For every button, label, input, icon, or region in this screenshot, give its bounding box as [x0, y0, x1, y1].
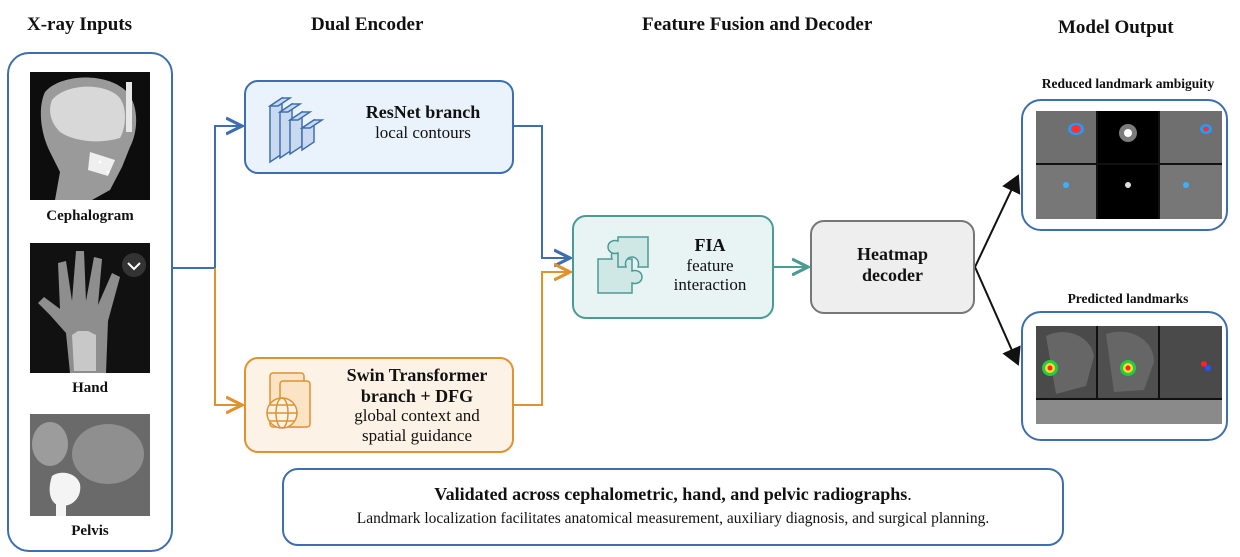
validation-headline-period: . [907, 484, 912, 504]
hand-image [30, 243, 150, 373]
fia-title: FIA [694, 235, 726, 255]
swin-subtitle-line1: global context and [354, 406, 480, 426]
validation-box: Validated across cephalometric, hand, an… [282, 468, 1064, 546]
pelvis-image [30, 414, 150, 516]
hand-label: Hand [72, 380, 108, 396]
predicted-landmarks-grid [1036, 326, 1222, 424]
resnet-subtitle: local contours [375, 122, 471, 142]
arrow-resnet-to-fia [514, 125, 570, 258]
fia-box: FIA feature interaction [572, 215, 774, 319]
xray-inputs-panel [7, 52, 173, 552]
decoder-line2: decoder [862, 264, 923, 285]
predicted-landmarks-label: Predicted landmarks [1067, 291, 1189, 306]
ambiguity-heatmap-grid [1036, 111, 1222, 219]
swin-globe-icon [266, 372, 311, 429]
cephalogram-image [30, 72, 150, 200]
validation-headline: Validated across cephalometric, hand, an… [434, 484, 908, 504]
fia-line2: interaction [673, 275, 747, 295]
arrow-inputs-to-resnet [173, 126, 242, 269]
arrow-swin-to-fia [514, 272, 570, 406]
validation-description: Landmark localization facilitates anatom… [356, 510, 990, 527]
swin-branch-box: Swin Transformer branch + DFG global con… [244, 357, 514, 453]
cephalogram-label: Cephalogram [46, 208, 134, 224]
arrow-inputs-to-swin [214, 268, 242, 405]
fia-line1: feature [686, 255, 734, 275]
resnet-title: ResNet branch [365, 102, 481, 122]
header-dual-encoder: Dual Encoder [311, 14, 424, 35]
heatmap-decoder-box: Heatmap decoder [810, 220, 975, 314]
predicted-output-panel [1021, 311, 1228, 441]
swin-title-line2: branch + DFG [360, 385, 474, 406]
resnet-layers-icon [268, 96, 325, 164]
arrow-decoder-to-predicted [974, 266, 1021, 366]
pelvis-label: Pelvis [71, 523, 109, 539]
puzzle-icon [597, 236, 649, 294]
ambiguity-output-panel [1021, 99, 1228, 231]
header-feature-fusion: Feature Fusion and Decoder [642, 14, 873, 35]
swin-title-line1: Swin Transformer [346, 365, 488, 385]
header-xray-inputs: X-ray Inputs [27, 14, 133, 35]
arrow-decoder-to-ambiguity [974, 174, 1021, 268]
decoder-line1: Heatmap [857, 244, 928, 264]
resnet-branch-box: ResNet branch local contours [244, 80, 514, 174]
header-model-output: Model Output [1058, 17, 1174, 38]
swin-subtitle-line2: spatial guidance [362, 425, 472, 445]
reduced-ambiguity-label: Reduced landmark ambiguity [1041, 76, 1215, 91]
